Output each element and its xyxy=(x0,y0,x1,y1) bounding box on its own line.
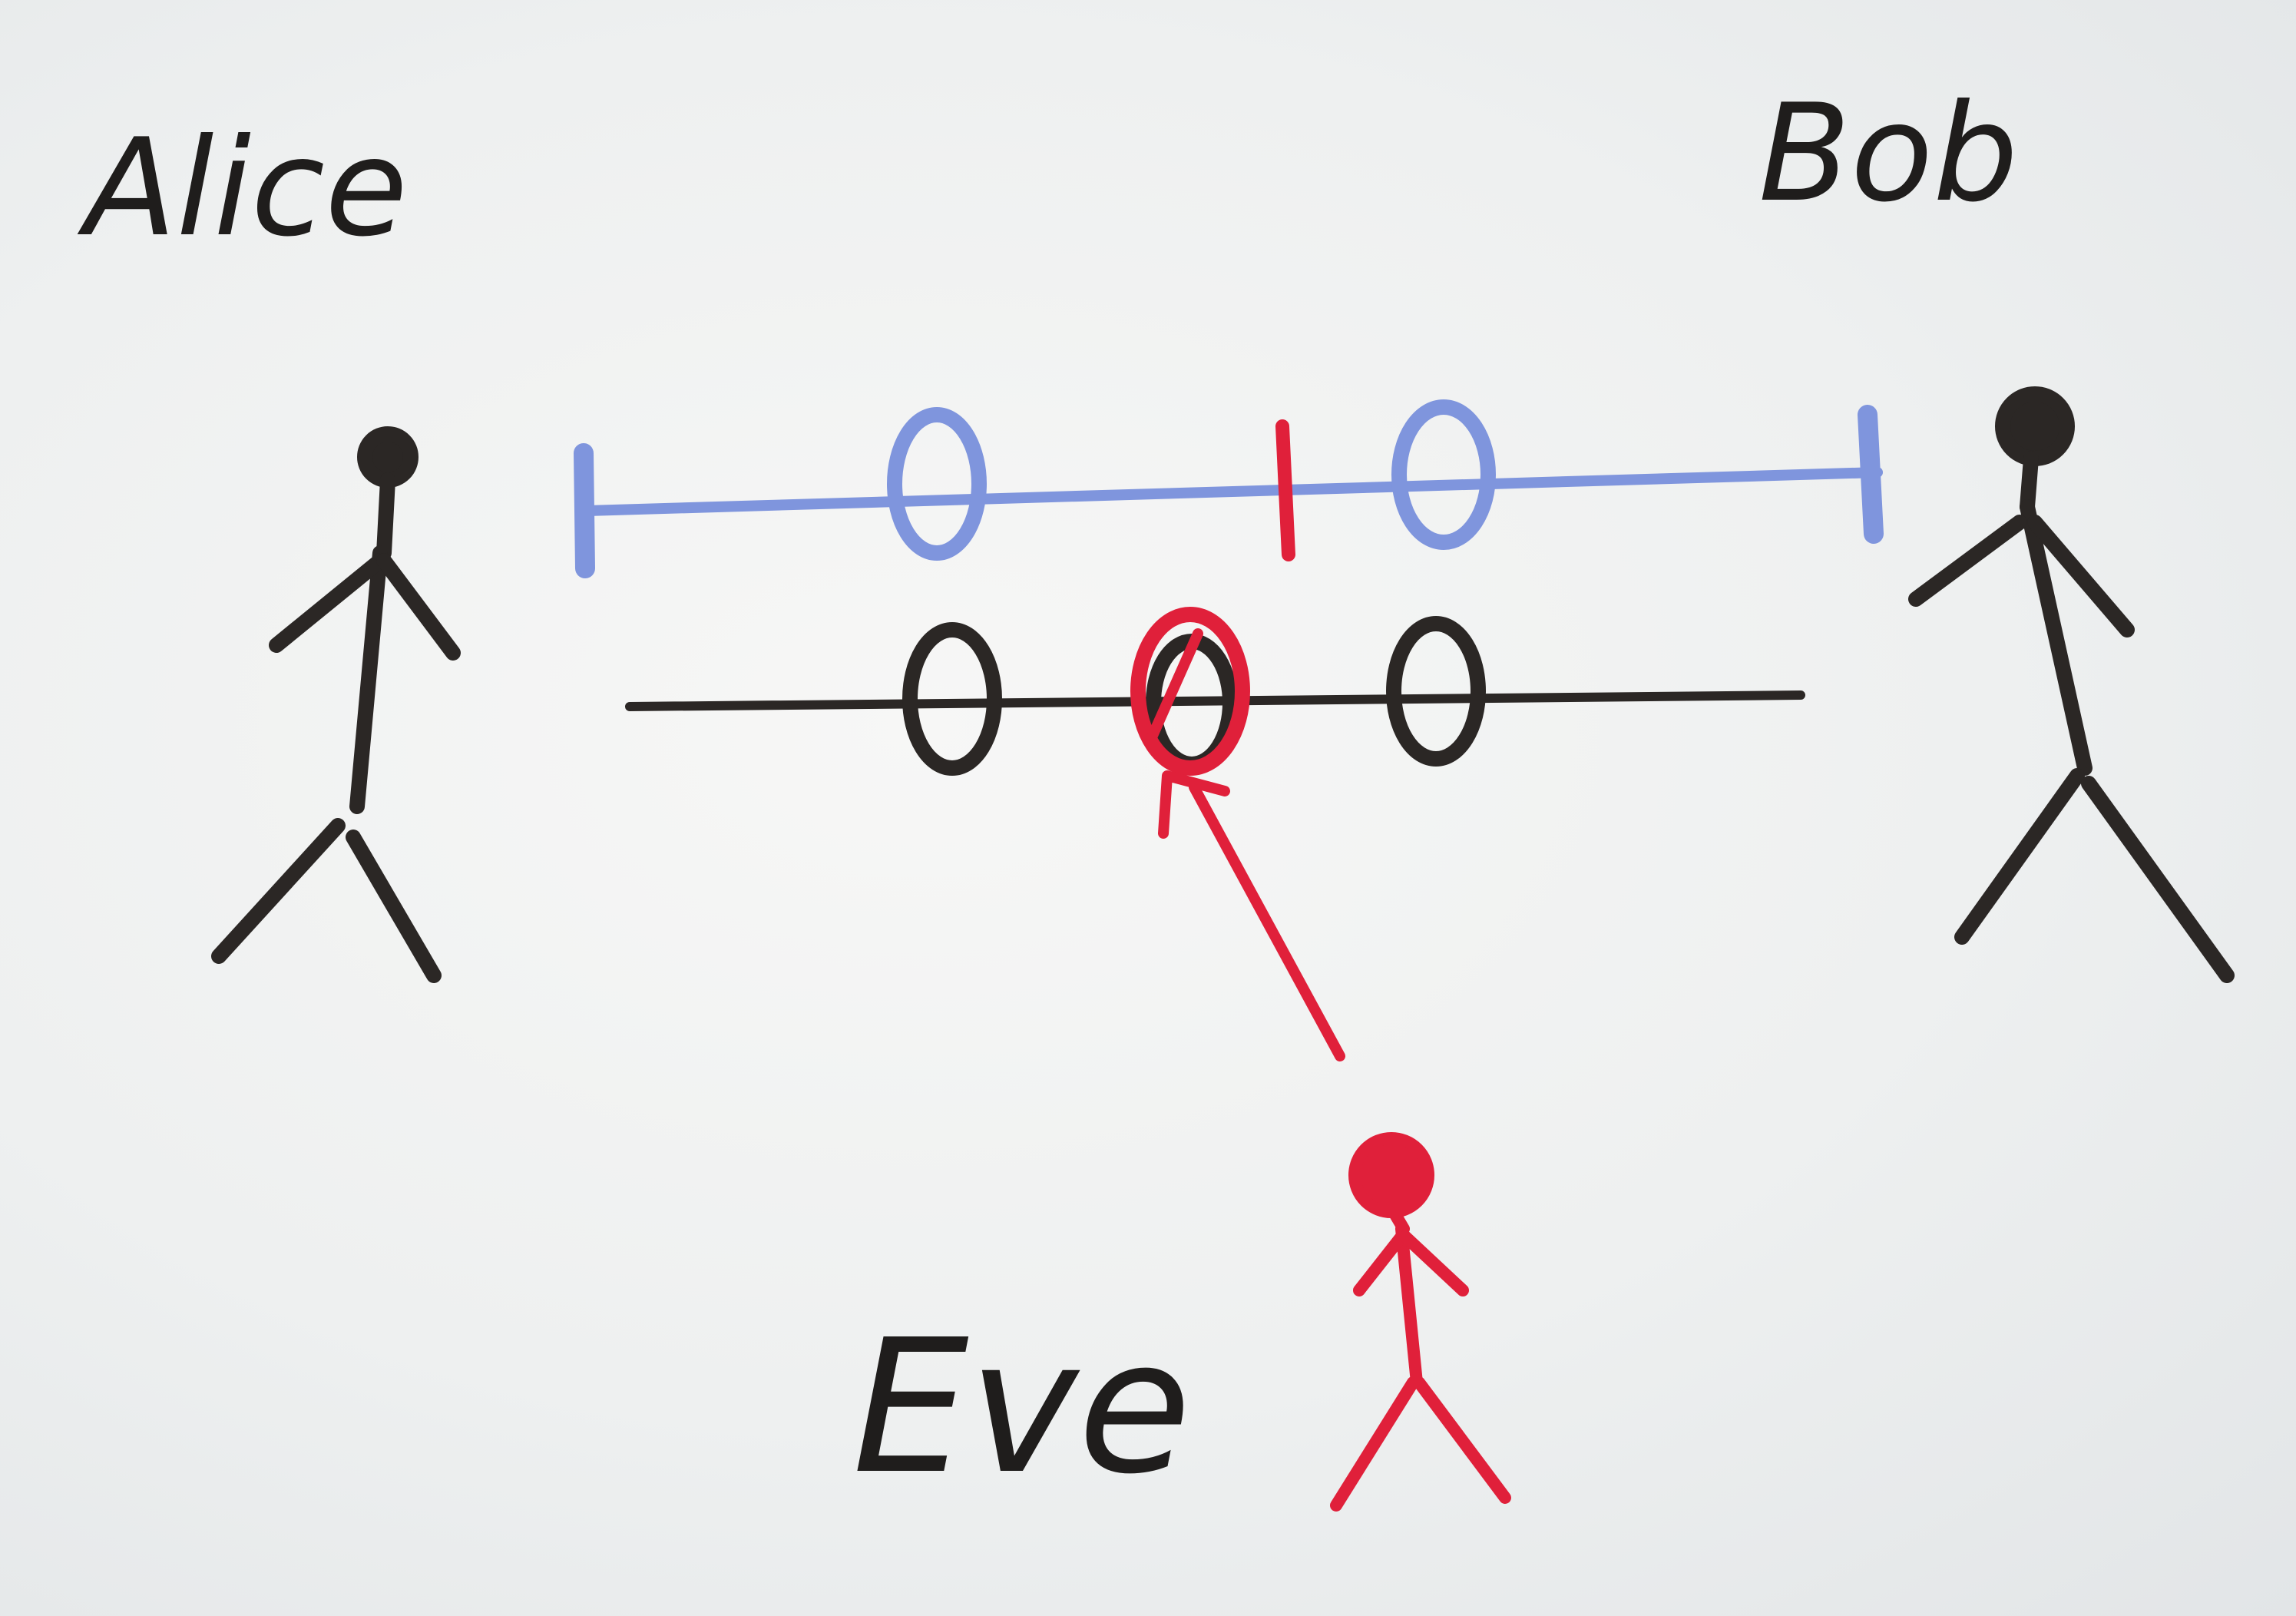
blue-channel: 0 1 0 xyxy=(574,399,1884,578)
alice-leg-right xyxy=(346,830,442,983)
black-channel: 0 0 0 xyxy=(625,616,1805,776)
blue-bit-2: 1 xyxy=(1275,419,1295,561)
blue-channel-left-tick xyxy=(574,443,595,578)
bob-arm-left xyxy=(1908,515,2027,607)
eve-body xyxy=(1395,1223,1423,1389)
alice-arm-left xyxy=(269,553,388,653)
eve-head xyxy=(1348,1132,1434,1218)
eve-figure xyxy=(1330,1132,1511,1512)
bob-body xyxy=(2020,499,2093,776)
alice-label: Alice xyxy=(77,111,408,267)
interception-arrow-shaft xyxy=(1189,782,1345,1061)
black-bit-1: 0 xyxy=(902,622,1002,776)
bob-neck xyxy=(2020,451,2039,515)
intercepted-bit-value: 0 xyxy=(1190,690,1191,692)
blue-channel-line xyxy=(582,467,1883,516)
bob-arm-right xyxy=(2027,515,2135,637)
eve-arm-left xyxy=(1353,1230,1408,1296)
black-bit-3-value: 0 xyxy=(1436,690,1437,692)
bob-label: Bob xyxy=(1758,76,2018,232)
blue-bit-3: 0 xyxy=(1391,399,1496,550)
eve-leg-left xyxy=(1330,1376,1419,1512)
black-bit-3: 0 xyxy=(1386,616,1486,767)
eve-interception: 0 xyxy=(1130,607,1345,1061)
bob-figure xyxy=(1908,386,2235,983)
eve-label: Eve xyxy=(852,1300,1191,1515)
black-channel-line xyxy=(625,690,1805,711)
alice-neck xyxy=(376,472,395,561)
alice-arm-right xyxy=(376,553,461,661)
interception-arrow-head xyxy=(1158,770,1230,839)
blue-channel-right-tick xyxy=(1858,405,1884,544)
bob-leg-left xyxy=(1954,768,2085,945)
alice-leg-left xyxy=(211,818,346,964)
intercepted-bit: 0 xyxy=(1130,607,1250,776)
alice-figure xyxy=(211,426,461,983)
bob-leg-right xyxy=(2081,776,2235,983)
blue-bit-1-value: 0 xyxy=(937,483,938,485)
alice-body xyxy=(349,545,388,814)
eve-leg-right xyxy=(1413,1376,1511,1504)
bob-head xyxy=(1995,386,2075,466)
blue-bit-1: 0 xyxy=(887,407,987,561)
eve-arm-right xyxy=(1399,1230,1469,1296)
